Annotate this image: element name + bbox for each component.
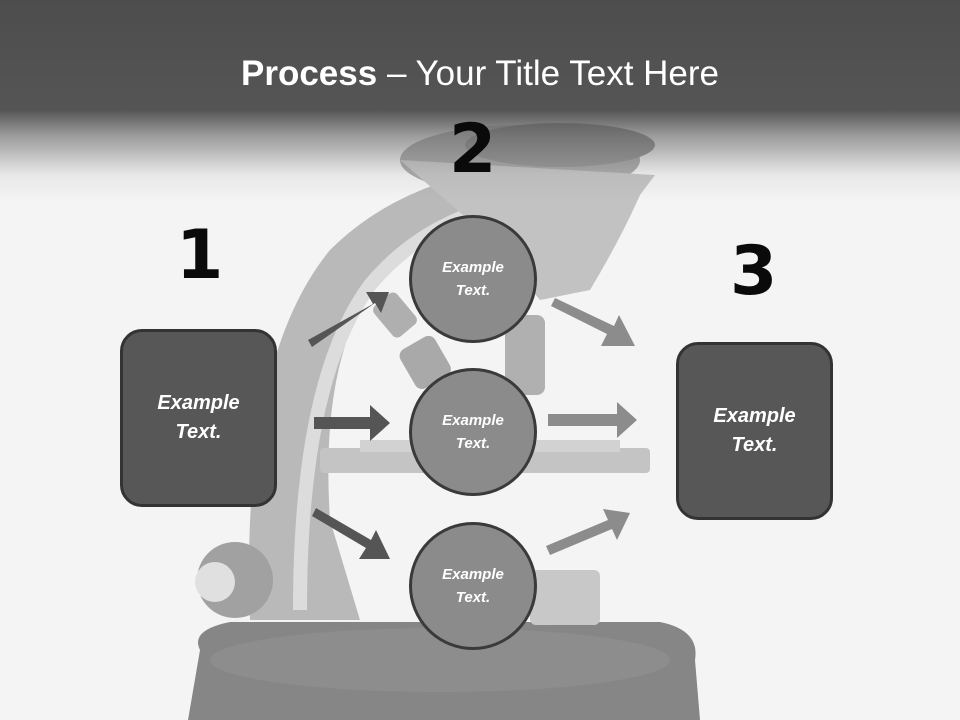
arrow-left-up <box>308 292 389 347</box>
step-3-line1: Example <box>713 405 796 427</box>
step-number-1: 1 <box>176 216 224 295</box>
arrow-right-down <box>551 298 635 346</box>
circle-middle-line1: Example <box>442 412 504 429</box>
step-number-3: 3 <box>730 232 778 311</box>
arrow-right-up <box>546 509 630 555</box>
circle-bottom-line1: Example <box>442 566 504 583</box>
arrow-right-middle <box>548 402 637 438</box>
slide-title: Process – Your Title Text Here <box>0 54 960 94</box>
arrow-left-middle <box>314 405 390 441</box>
step-3-line2: Text. <box>731 434 778 456</box>
circle-top-line1: Example <box>442 259 504 276</box>
step-1-line1: Example <box>157 392 240 414</box>
circle-bottom-line2: Text. <box>455 589 491 606</box>
step-1-line2: Text. <box>175 421 222 443</box>
title-rest: – Your Title Text Here <box>377 54 719 93</box>
circle-top-line2: Text. <box>455 282 491 299</box>
circle-middle-line2: Text. <box>455 435 491 452</box>
step-number-2: 2 <box>449 110 497 189</box>
arrow-left-down <box>312 508 390 559</box>
title-bold: Process <box>241 54 378 93</box>
